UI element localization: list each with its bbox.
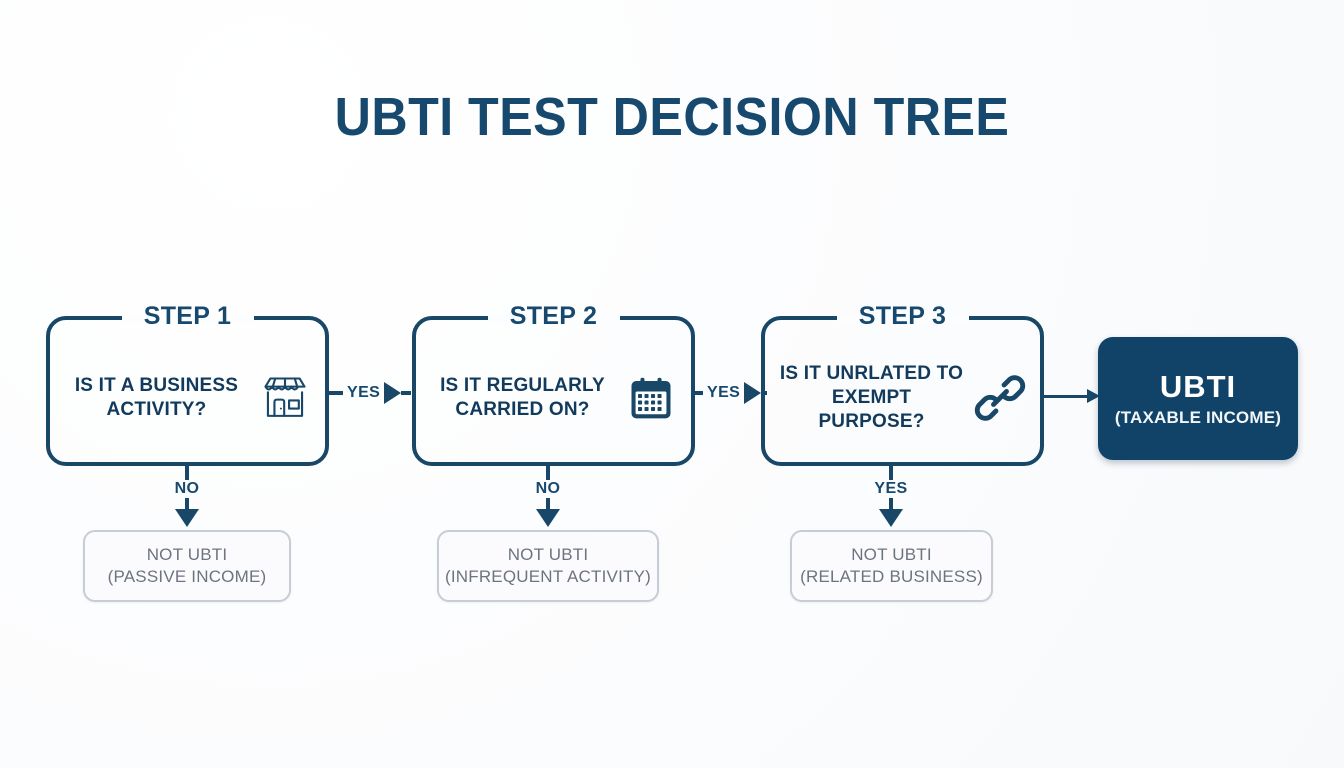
step-body-3: IS IT UNRLATED TO EXEMPT PURPOSE? (765, 320, 1040, 462)
outcome-subtitle-3: (RELATED BUSINESS) (800, 567, 983, 586)
outcome-box-1[interactable]: NOT UBTI (PASSIVE INCOME) (83, 530, 291, 602)
step-label-notch (836, 314, 969, 323)
step-box-1[interactable]: STEP 1 IS IT A BUSINESS ACTIVITY? (46, 302, 329, 466)
connector-line (1044, 394, 1087, 398)
ubti-title: UBTI (1159, 369, 1237, 404)
arrow-down-icon (536, 509, 560, 527)
step-box-2[interactable]: STEP 2 IS IT REGULARLY CARRIED ON? (412, 302, 695, 466)
step-label-notch (121, 314, 254, 323)
connector-step2-outcome2: NO (513, 466, 583, 528)
connector-step3-outcome3: YES (856, 466, 926, 528)
step-label-3: STEP 3 (858, 302, 947, 330)
branch-label-3: YES (869, 480, 913, 498)
outcome-title-1: NOT UBTI (146, 545, 228, 564)
outcome-title-2: NOT UBTI (507, 545, 589, 564)
calendar-icon (631, 377, 671, 419)
connector-step1-outcome1: NO (152, 466, 222, 528)
step-question-3: IS IT UNRLATED TO EXEMPT PURPOSE? (779, 363, 964, 432)
arrow-right-icon (1087, 389, 1100, 403)
arrow-down-icon (879, 509, 903, 527)
page-title: UBTI TEST DECISION TREE (334, 87, 1010, 147)
step-question-2: IS IT REGULARLY CARRIED ON? (440, 375, 605, 420)
storefront-icon (264, 377, 306, 417)
arrow-down-icon (175, 509, 199, 527)
step-box-3[interactable]: STEP 3 IS IT UNRLATED TO EXEMPT PURPOSE? (761, 302, 1044, 466)
branch-label-1: NO (169, 480, 205, 498)
connector-stub-left (695, 391, 703, 395)
step-label-2: STEP 2 (509, 302, 598, 330)
connector-label-yes-1: YES (347, 384, 381, 401)
step-body-2: IS IT REGULARLY CARRIED ON? (416, 320, 691, 462)
connector-step2-step3: YES (695, 382, 768, 404)
step-label-notch (487, 314, 620, 323)
connector-stub-left (329, 391, 343, 395)
outcome-box-3[interactable]: NOT UBTI (RELATED BUSINESS) (790, 530, 993, 602)
step-body-1: IS IT A BUSINESS ACTIVITY? (50, 320, 325, 462)
connector-stub-right (401, 391, 412, 395)
connector-step3-ubti (1044, 389, 1100, 403)
outcome-subtitle-2: (INFREQUENT ACTIVITY) (444, 567, 651, 586)
chain-link-icon (974, 375, 1026, 421)
arrow-right-icon (384, 382, 402, 404)
step-question-1: IS IT A BUSINESS ACTIVITY? (74, 375, 239, 420)
branch-label-2: NO (530, 480, 566, 498)
ubti-result-box[interactable]: UBTI (TAXABLE INCOME) (1098, 337, 1298, 460)
step-label-1: STEP 1 (143, 302, 232, 330)
connector-step1-step2: YES (329, 382, 412, 404)
connector-label-yes-2: YES (707, 384, 741, 401)
outcome-title-3: NOT UBTI (851, 545, 932, 564)
outcome-subtitle-1: (PASSIVE INCOME) (107, 567, 267, 586)
ubti-subtitle: (TAXABLE INCOME) (1114, 408, 1282, 427)
arrow-right-icon (744, 382, 762, 404)
outcome-box-2[interactable]: NOT UBTI (INFREQUENT ACTIVITY) (437, 530, 659, 602)
